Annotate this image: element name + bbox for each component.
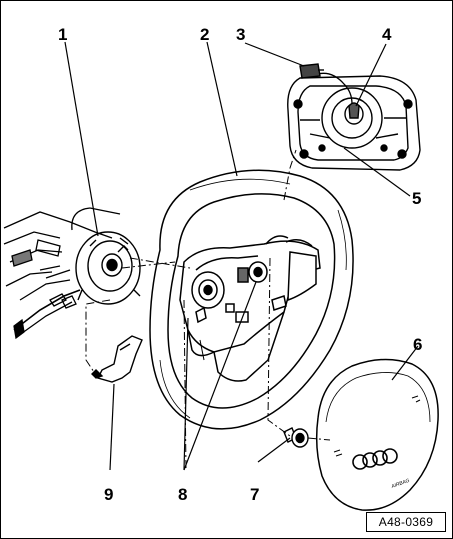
callout-4: 4 xyxy=(382,25,392,44)
callout-8: 8 xyxy=(178,485,187,504)
leader-lines xyxy=(64,41,419,471)
steering-column-assembly xyxy=(3,207,121,340)
clock-spring xyxy=(75,231,141,305)
airbag-unit-rear xyxy=(287,63,421,171)
callout-2: 2 xyxy=(200,25,209,44)
figure-reference-code: A48-0369 xyxy=(366,512,446,532)
audi-rings-logo xyxy=(352,448,398,470)
alignment-lines xyxy=(85,149,331,471)
airbag-emblem: AIRBAG xyxy=(390,478,411,490)
callout-9: 9 xyxy=(104,485,113,504)
callout-1: 1 xyxy=(58,25,67,44)
callout-5: 5 xyxy=(412,189,421,208)
callout-6: 6 xyxy=(413,335,422,354)
trim-cover-part-9 xyxy=(91,335,143,383)
airbag-unit-front: AIRBAG xyxy=(315,358,439,511)
callout-3: 3 xyxy=(236,25,245,44)
callout-labels: 1 2 3 4 5 6 7 8 9 xyxy=(58,25,422,504)
steering-wheel xyxy=(149,169,354,430)
callout-7: 7 xyxy=(250,485,259,504)
bolt-part-7 xyxy=(283,427,309,448)
